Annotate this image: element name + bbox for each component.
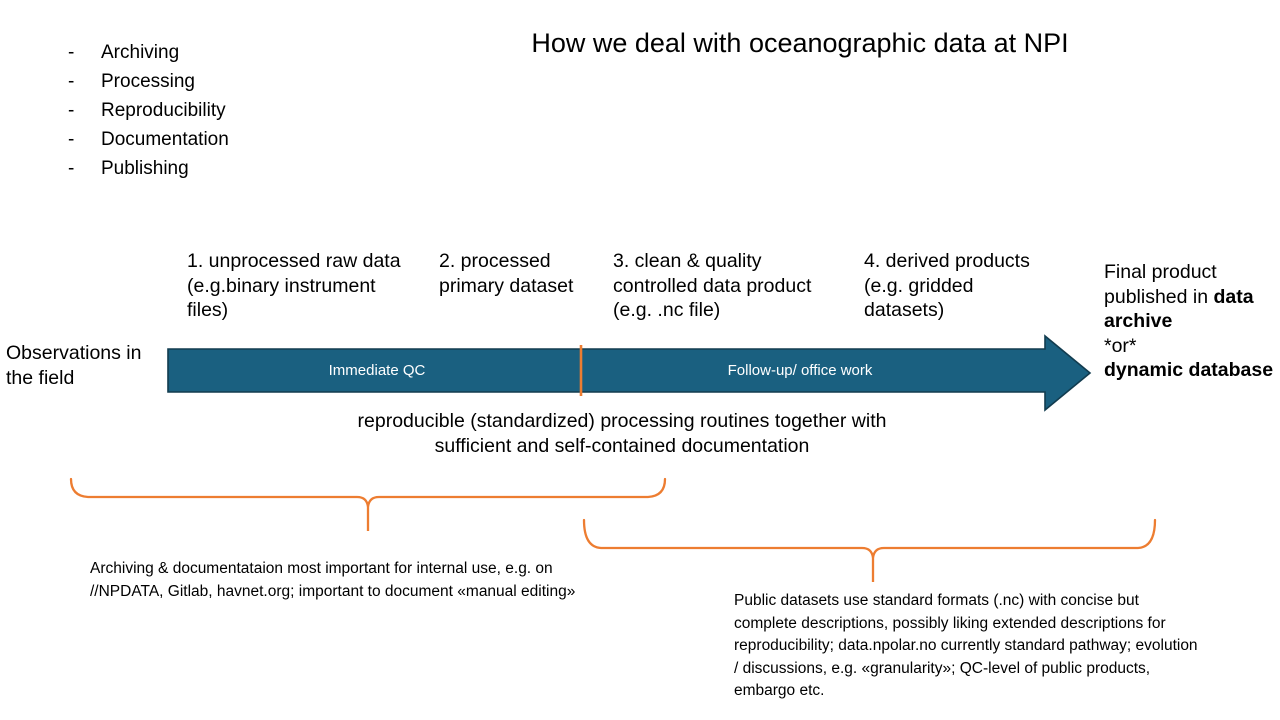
list-item: - Processing — [68, 67, 408, 96]
arrow-shape — [167, 334, 1092, 412]
arrow-segment-label-immediate-qc: Immediate QC — [328, 362, 426, 379]
bullet-list: - Archiving - Processing - Reproducibili… — [68, 38, 408, 183]
list-item: - Reproducibility — [68, 96, 408, 125]
page-title: How we deal with oceanographic data at N… — [531, 28, 1069, 58]
list-item-label: Processing — [101, 71, 195, 92]
list-item-label: Archiving — [101, 42, 180, 63]
list-item: - Publishing — [68, 154, 408, 183]
list-item-label: Reproducibility — [101, 100, 226, 121]
final-product-data-archive: data archive — [1104, 285, 1254, 333]
bullet-marker-icon: - — [68, 71, 75, 92]
final-product-or: *or* — [1104, 334, 1137, 357]
list-item-label: Publishing — [101, 158, 189, 179]
list-item-label: Documentation — [101, 129, 229, 150]
process-arrow — [167, 334, 1092, 412]
arrow-segment-label-followup: Follow-up/ office work — [727, 362, 873, 379]
annotation-left: Archiving & documentataion most importan… — [90, 560, 576, 600]
final-product-line1: Final product published in — [1104, 261, 1217, 308]
bullet-marker-icon: - — [68, 42, 75, 63]
stage-label-2: 2. processed primary dataset — [439, 250, 574, 297]
observations-label: Observations in the field — [6, 342, 142, 389]
final-product-dynamic-database: dynamic database — [1104, 359, 1274, 381]
brace-right — [582, 518, 1157, 582]
final-product-label: Final product published in data archive … — [1104, 260, 1280, 383]
stage-label-3: 3. clean & quality controlled data produ… — [613, 250, 812, 321]
bullet-marker-icon: - — [68, 129, 75, 150]
center-caption: reproducible (standardized) processing r… — [357, 410, 887, 457]
bullet-marker-icon: - — [68, 158, 75, 179]
stage-label-1: 1. unprocessed raw data (e.g.binary inst… — [187, 250, 401, 321]
annotation-right: Public datasets use standard formats (.n… — [734, 592, 1198, 699]
list-item: - Documentation — [68, 125, 408, 154]
stage-label-4: 4. derived products (e.g. gridded datase… — [864, 250, 1030, 321]
brace-left — [69, 477, 667, 531]
list-item: - Archiving — [68, 38, 408, 67]
bullet-marker-icon: - — [68, 100, 75, 121]
